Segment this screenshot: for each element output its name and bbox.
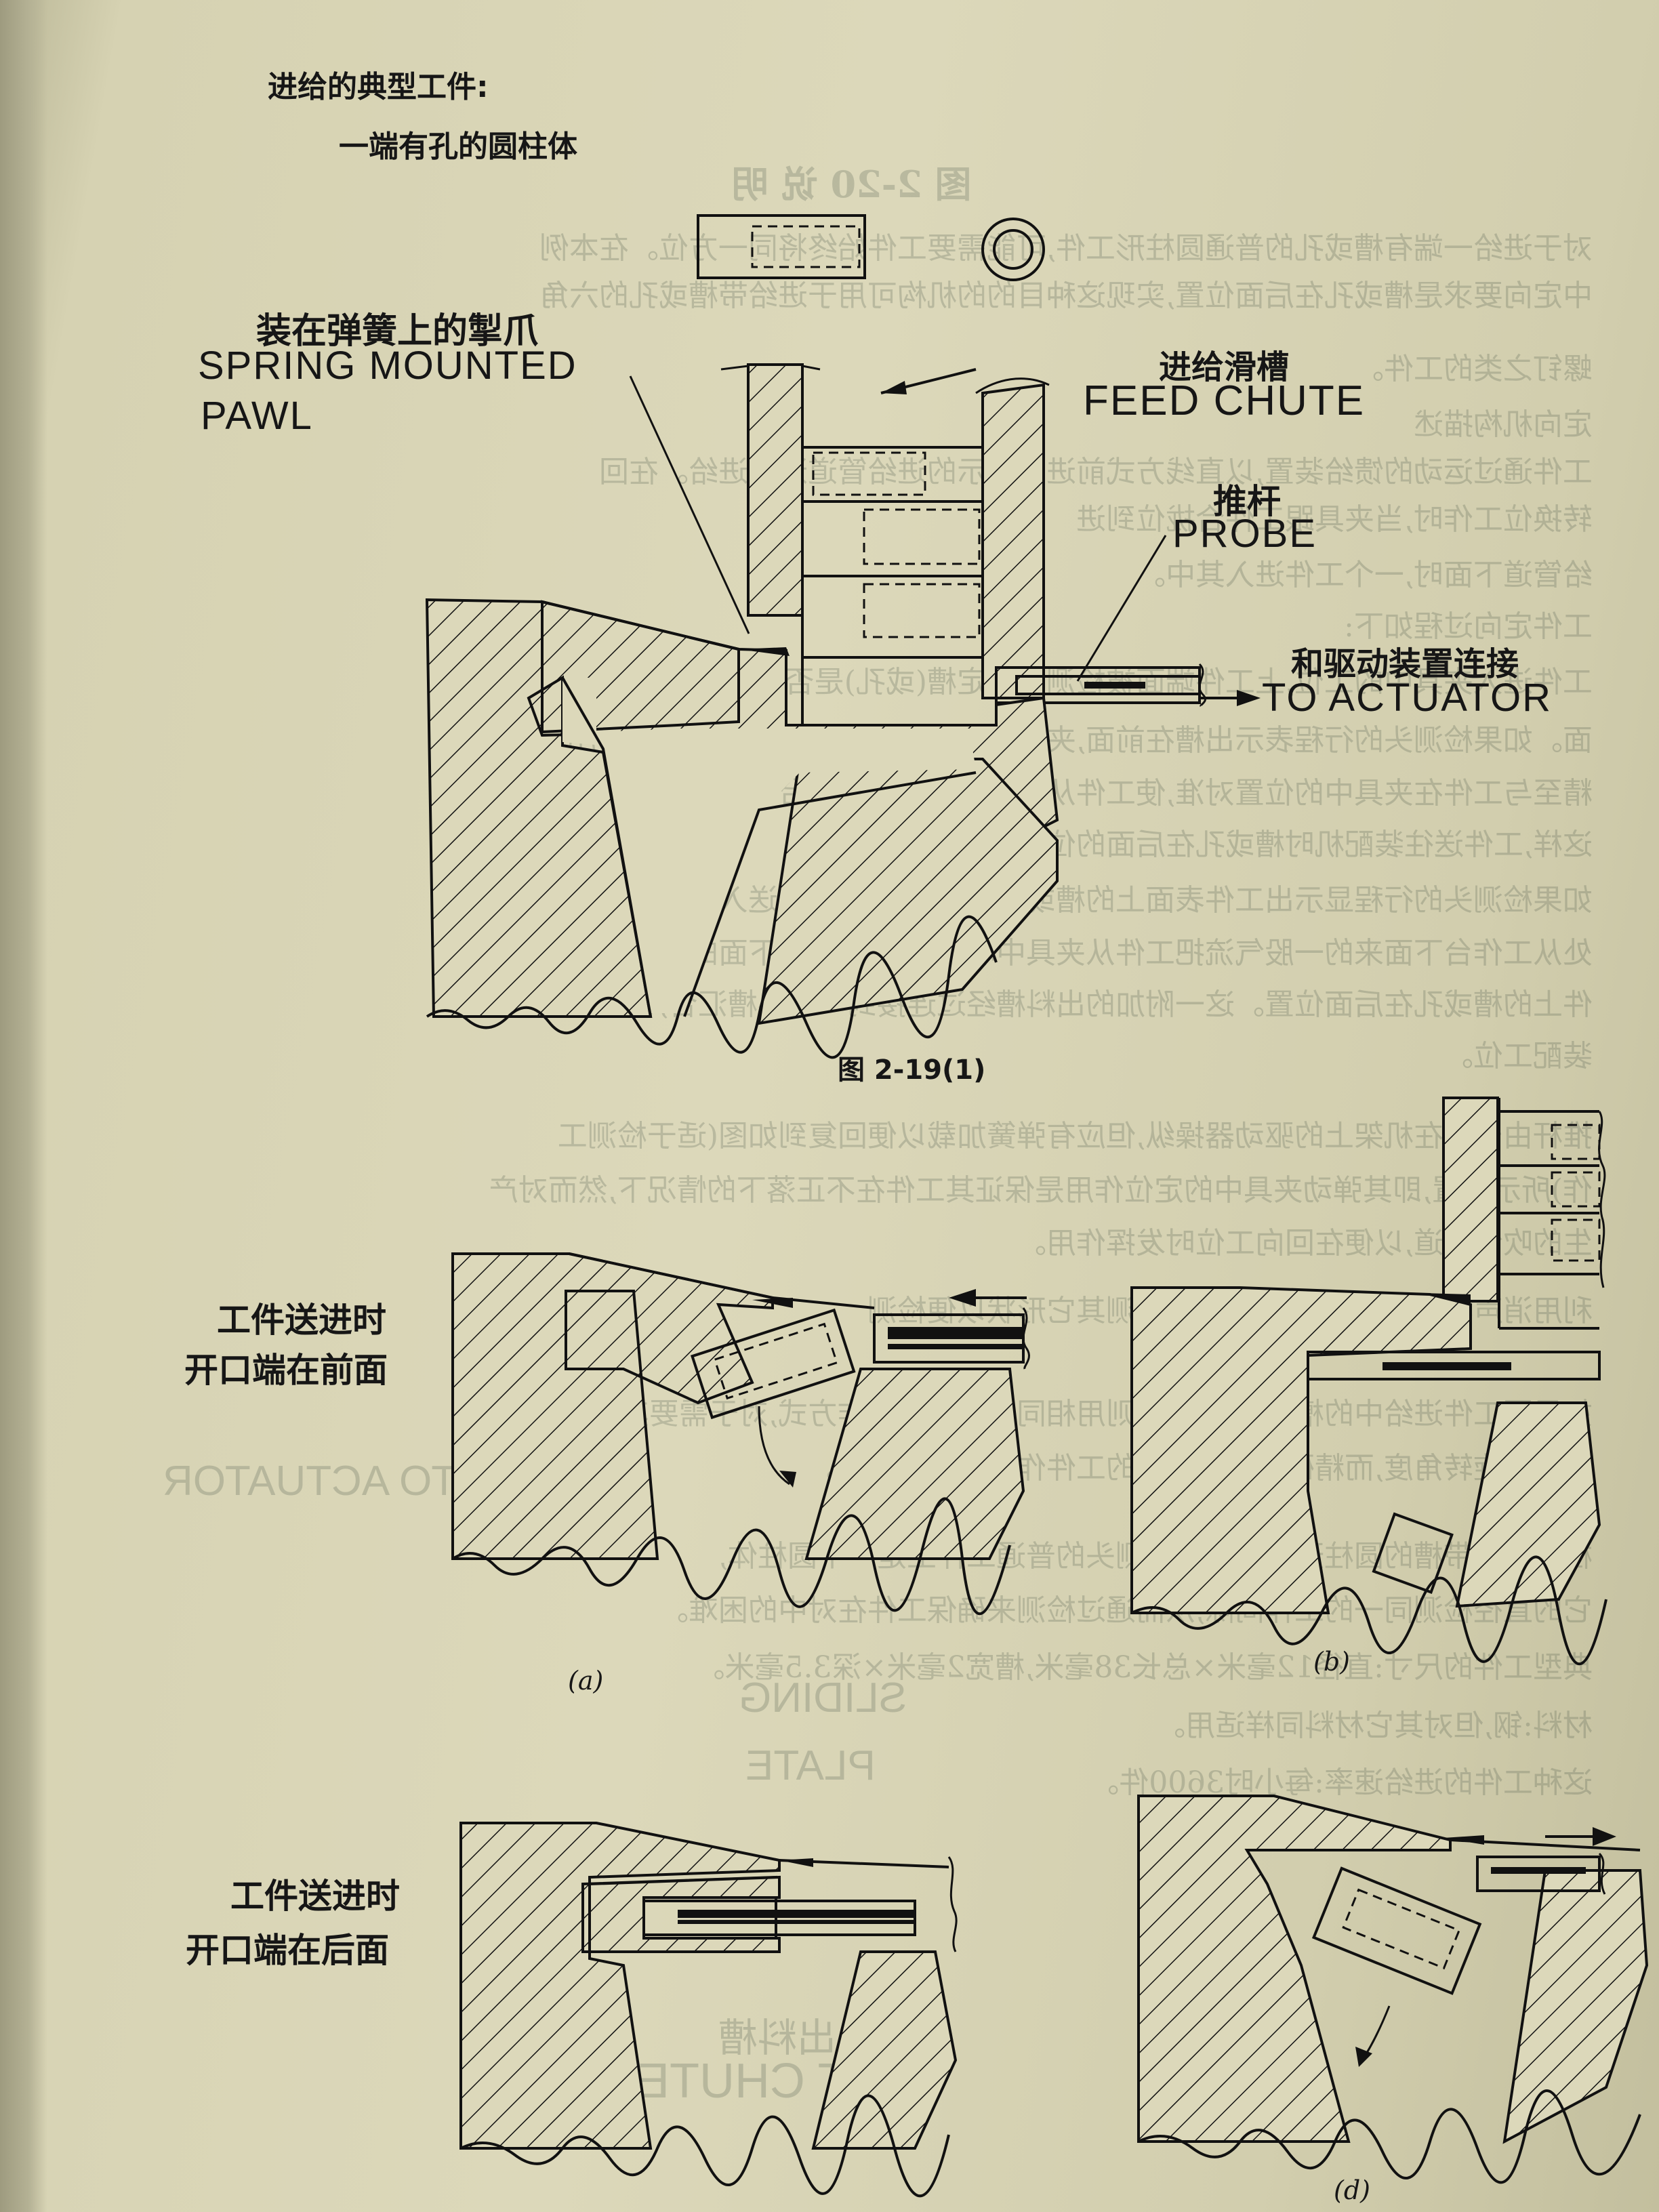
panel-b-drawing <box>1130 1097 1607 1665</box>
workpiece-end-view-icon <box>981 218 1045 281</box>
panel-b-caption: (b) <box>1313 1647 1350 1677</box>
feed-chute-label-cn: 进给滑槽 <box>1159 348 1290 386</box>
chute-right-wall <box>981 383 1045 699</box>
pawl-label-en-2: PAWL <box>201 394 313 438</box>
pawl-leader-line <box>629 375 750 634</box>
workpiece-heading-line1: 进给的典型工件: <box>268 70 489 104</box>
figure-main-feed-assembly <box>425 363 1261 1059</box>
panel-c-drawing <box>459 1822 958 2197</box>
probe-label-cn: 推杆 <box>1213 482 1281 521</box>
feed-chute-label-en: FEED CHUTE <box>1083 377 1366 424</box>
figure-caption: 图 2-19(1) <box>838 1054 986 1086</box>
chute-left-wall <box>747 363 804 617</box>
panel-a-label-line2: 开口端在前面 <box>184 1351 388 1390</box>
fixture-body-right <box>757 758 1059 1025</box>
actuator-label-en: TO ACTUATOR <box>1262 676 1553 720</box>
panel-c-label-line1: 工件送进时 <box>230 1877 400 1916</box>
panel-a-label-line1: 工件送进时 <box>217 1300 386 1340</box>
probe-leader-line <box>1076 535 1167 682</box>
panel-a-caption: (a) <box>568 1666 604 1696</box>
panel-a-drawing <box>451 1252 1030 1616</box>
workpiece-heading-line2: 一端有孔的圆柱体 <box>339 129 577 164</box>
actuator-label-cn: 和驱动装置连接 <box>1291 645 1519 683</box>
panel-d-drawing <box>1137 1795 1649 2184</box>
probe-label-en: PROBE <box>1172 512 1317 556</box>
pawl-label-cn: 装在弹簧上的掣爪 <box>256 311 539 352</box>
pawl-label-en-1: SPRING MOUNTED <box>198 344 577 388</box>
workpiece-side-view-icon <box>697 214 866 279</box>
panel-d-caption: (d) <box>1334 2175 1370 2205</box>
panel-c-label-line2: 开口端在后面 <box>186 1931 389 1970</box>
page-spine-shadow <box>0 0 47 2212</box>
spring-pawl-tip <box>739 647 790 656</box>
